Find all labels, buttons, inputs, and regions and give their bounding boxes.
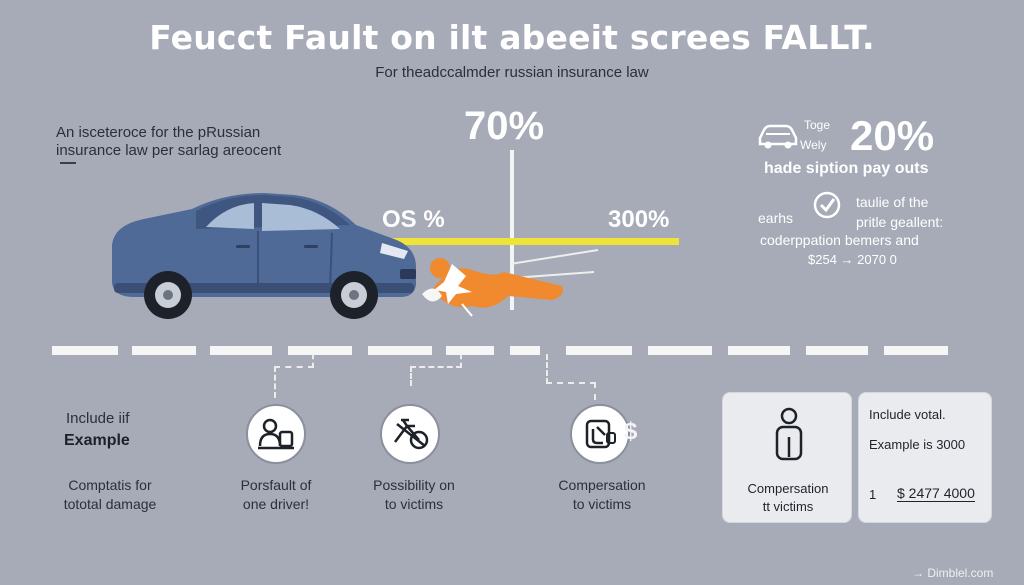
card2-amount: $ 2477 4000: [897, 485, 975, 502]
bicycle-icon: [394, 418, 429, 450]
connector-1-stem: [312, 354, 314, 368]
col1-line1: Include iif: [66, 410, 130, 427]
car-icon: [756, 120, 800, 155]
col2-text: Porsfault of one driver!: [214, 476, 338, 514]
connector-1: [274, 366, 314, 398]
car-illustration: [104, 185, 424, 325]
payouts-label: hade siption pay outs: [764, 160, 929, 177]
right-label-top: Toge: [804, 118, 831, 132]
col4-text-1: Compersation: [558, 477, 646, 493]
connector-2: [410, 366, 462, 386]
bicycle-icon-circle: [380, 404, 440, 464]
col1-text-1: Comptatis for: [68, 477, 152, 493]
person-icon: [775, 407, 803, 461]
left-percent-label: OS %: [382, 206, 445, 233]
card2-line-2: Example is 3000: [869, 437, 966, 452]
col1-text: Comptatis for tototal damage: [50, 476, 170, 514]
vertical-indicator-line: [510, 150, 514, 310]
col4-text: Compersation to victims: [536, 476, 668, 514]
footer-credit: → Dimblel.com: [912, 566, 994, 580]
connector-3-down: [594, 382, 596, 400]
right-label-bottom: Wely: [800, 138, 827, 152]
taulie-line-1: taulie of the: [856, 194, 929, 210]
money-device-icon: [585, 419, 616, 449]
horizontal-yellow-bar: [383, 238, 679, 245]
col1-text-2: tototal damage: [63, 496, 157, 512]
col3-text: Possibility on to victims: [352, 476, 476, 514]
card1-text-1: Compersation: [747, 481, 829, 496]
right-percent: 20%: [850, 112, 935, 159]
card2-line-1: Include votal.: [869, 407, 946, 422]
col2-text-2: one driver!: [242, 496, 310, 512]
card2-prefix: 1: [869, 487, 877, 502]
taulie-line-2: pritle geallent:: [856, 214, 944, 230]
right-amount: $254 → 2070 0: [808, 252, 897, 267]
intro-line-2: insurance law per sarlag areocent: [56, 142, 282, 159]
example-amount-card: Include votal. Example is 3000 1 $ 2477 …: [858, 392, 992, 523]
money-device-icon-circle: [570, 404, 630, 464]
col2-text-1: Porsfault of: [240, 477, 312, 493]
right-percent-label: 300%: [608, 206, 670, 233]
earhs-label: earhs: [758, 210, 794, 226]
intro-divider: [60, 162, 76, 164]
crash-illustration: [412, 242, 602, 327]
intro-line-1: An isceteroce for the pRussian: [56, 124, 261, 141]
coder-label: coderppation bemers and: [760, 232, 919, 248]
connector-2-stem: [460, 354, 462, 368]
victims-card: Compersation tt victims: [722, 392, 852, 523]
dollar-icon: $: [624, 418, 638, 445]
road-line: [0, 346, 1024, 356]
check-icon: [812, 190, 842, 225]
top-percent-label: 70%: [464, 104, 545, 148]
page-title: Feucct Fault on ilt abeeit screes FALLT.: [149, 18, 875, 57]
col4-text-2: to victims: [572, 496, 632, 512]
connector-3: [546, 354, 548, 384]
connector-3-foot: [546, 382, 596, 384]
col3-text-1: Possibility on: [373, 477, 455, 493]
taulie-text: taulie of the pritle geallent:: [856, 192, 943, 232]
people-icon: [258, 418, 294, 450]
col1-bold: Example: [64, 432, 130, 449]
page-subtitle: For theadccalmder russian insurance law: [375, 64, 649, 81]
intro-text: An isceteroce for the pRussian insurance…: [56, 124, 281, 160]
card1-text-2: tt victims: [762, 499, 814, 514]
col3-text-2: to victims: [384, 496, 444, 512]
people-icon-circle: [246, 404, 306, 464]
